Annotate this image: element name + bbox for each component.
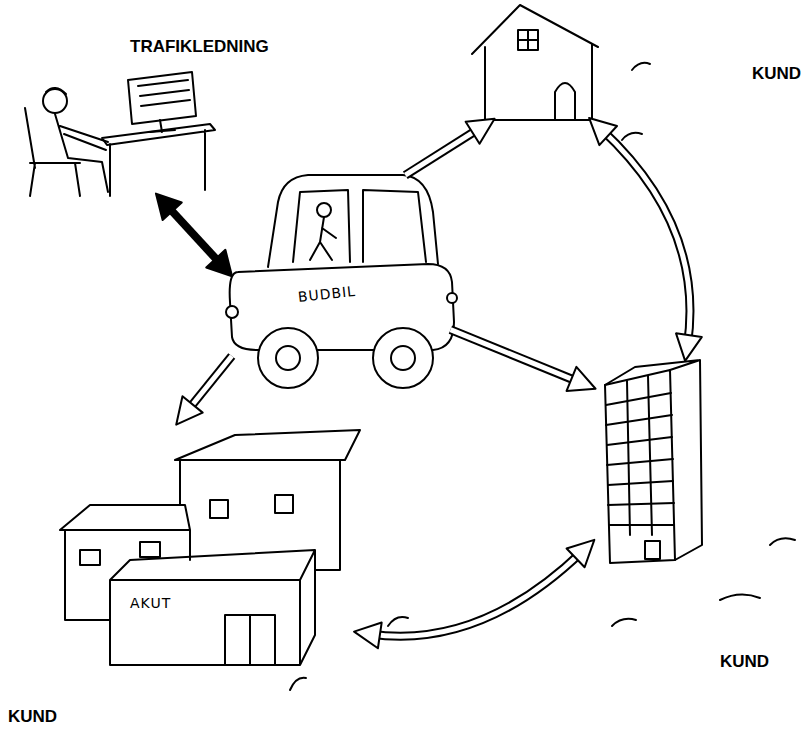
arrow-head [589, 118, 617, 145]
flow-arrow [176, 356, 232, 425]
flow-arrow [354, 540, 594, 648]
courier-car-drawing [226, 175, 457, 388]
arrow-shaft [370, 551, 583, 636]
customer-label: KUND [752, 65, 801, 84]
tower-node: KUND [590, 355, 710, 565]
arrow-shaft-inner [405, 127, 481, 175]
arrow-head [567, 367, 596, 391]
dispatch-label: TRAFIKLEDNING [130, 38, 269, 57]
arrow-shaft [167, 205, 221, 264]
arrow-shaft-inner [450, 330, 580, 383]
arrow-shaft-inner [370, 551, 583, 636]
flow-arrow [589, 118, 702, 361]
ground-squiggles [290, 63, 795, 690]
sign-text: AKUT [130, 596, 171, 611]
dispatch-node: TRAFIKLEDNING [10, 68, 210, 198]
arrow-head [354, 623, 382, 649]
flow-arrow [156, 194, 232, 277]
car-node: BUDBIL [228, 172, 456, 394]
arrow-head [676, 333, 702, 361]
hospital-node: AKUTKUND [60, 420, 360, 670]
arrow-head [567, 540, 595, 567]
dispatcher-drawing [25, 72, 215, 196]
customer-label: KUND [720, 653, 769, 672]
arrow-shaft-inner [601, 129, 690, 345]
flow-arrow [405, 119, 494, 175]
arrow-head [466, 119, 495, 144]
office-tower-drawing [605, 360, 702, 563]
flow-arrow [450, 330, 595, 391]
arrow-head [176, 396, 202, 424]
arrow-shaft [405, 127, 481, 175]
customer-label: KUND [8, 708, 57, 727]
arrow-head [156, 194, 182, 220]
arrow-shaft [450, 330, 580, 383]
arrow-head [206, 250, 232, 276]
house-drawing [472, 5, 598, 120]
hospital-drawing [60, 430, 360, 665]
house-node: KUND [470, 2, 600, 122]
arrow-shaft [601, 129, 690, 345]
car-text: BUDBIL [297, 284, 356, 305]
